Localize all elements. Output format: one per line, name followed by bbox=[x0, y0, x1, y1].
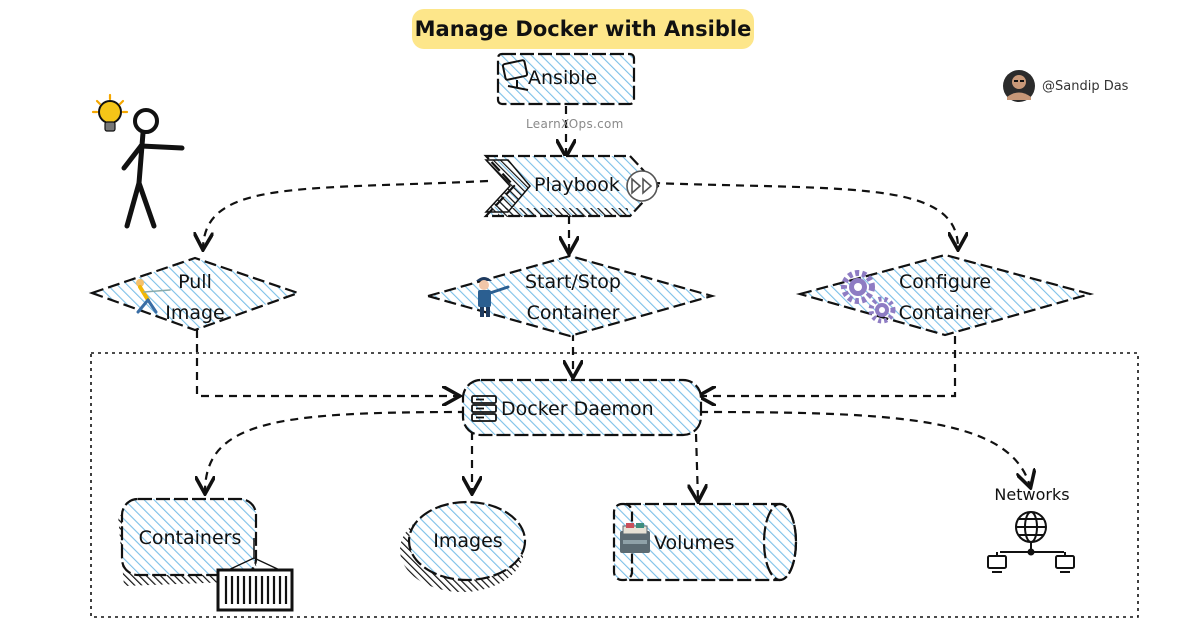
edge-playbook-configure bbox=[651, 181, 958, 248]
connectors bbox=[197, 106, 1030, 500]
pull-image-label-line2: Image bbox=[165, 302, 225, 324]
pull-image-label-line1: Pull bbox=[178, 271, 212, 293]
stick-figure-icon bbox=[121, 108, 185, 229]
configure-label-line2: Container bbox=[898, 302, 992, 324]
docker-daemon-node bbox=[461, 378, 703, 437]
edge-pull-daemon bbox=[195, 330, 458, 396]
worker-icon bbox=[476, 277, 510, 317]
configure-label-line1: Configure bbox=[898, 271, 992, 293]
volumes-node bbox=[612, 502, 798, 582]
ansible-label: Ansible bbox=[528, 67, 598, 89]
containers-node bbox=[118, 497, 294, 612]
playbook-node bbox=[483, 154, 660, 218]
edge-daemon-containers bbox=[205, 410, 467, 492]
start-stop-node bbox=[423, 254, 717, 338]
start-stop-label-line2: Container bbox=[526, 302, 620, 324]
containers-label: Containers bbox=[138, 527, 242, 549]
images-label: Images bbox=[433, 530, 503, 552]
configure-node bbox=[795, 253, 1095, 337]
lightbulb-icon bbox=[91, 93, 129, 132]
volumes-label: Volumes bbox=[654, 532, 735, 554]
pull-image-node bbox=[88, 256, 302, 332]
diagram-title: Manage Docker with Ansible bbox=[412, 9, 754, 49]
play-icon bbox=[626, 170, 658, 202]
globe-network-icon bbox=[987, 511, 1075, 573]
watermark: LearnXOps.com bbox=[526, 117, 624, 131]
gears-icon bbox=[841, 270, 896, 324]
edge-playbook-pull bbox=[203, 179, 489, 248]
images-node bbox=[400, 500, 527, 592]
edge-configure-daemon bbox=[700, 336, 957, 396]
monitor-icon bbox=[501, 59, 529, 91]
server-icon bbox=[471, 395, 497, 422]
networks-label: Networks bbox=[994, 485, 1070, 504]
avatar bbox=[1003, 70, 1035, 102]
shipping-container-icon bbox=[216, 538, 294, 612]
docker-host-frame bbox=[90, 352, 1139, 618]
storage-icon bbox=[620, 523, 650, 553]
edge-daemon-volumes bbox=[696, 433, 698, 500]
start-stop-label-line1: Start/Stop bbox=[524, 271, 621, 293]
ansible-node bbox=[496, 52, 636, 106]
docker-daemon-label: Docker Daemon bbox=[501, 398, 654, 420]
edge-daemon-networks bbox=[699, 410, 1030, 486]
playbook-label: Playbook bbox=[534, 174, 620, 196]
person-pulling-icon bbox=[136, 279, 171, 314]
author-handle: @Sandip Das bbox=[1042, 79, 1129, 94]
